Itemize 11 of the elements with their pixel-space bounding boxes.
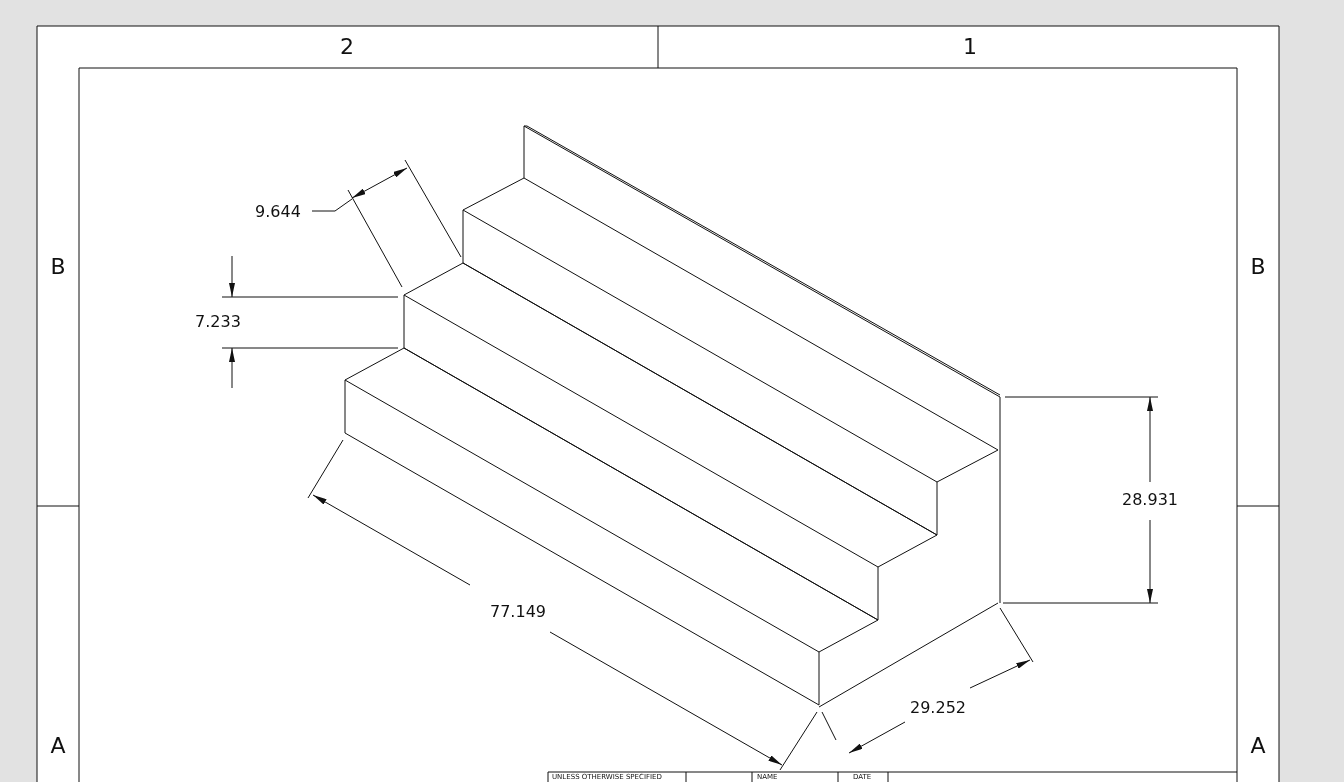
zone-number: 1 bbox=[963, 36, 977, 58]
dimension-value: 77.149 bbox=[490, 604, 546, 620]
zone-letter: B bbox=[50, 256, 66, 278]
zone-number: 2 bbox=[340, 36, 354, 58]
zone-letter: A bbox=[1250, 735, 1266, 757]
dimension-value: 7.233 bbox=[195, 314, 241, 330]
dimension-value: 29.252 bbox=[910, 700, 966, 716]
zone-letter: A bbox=[50, 735, 66, 757]
zone-letter: B bbox=[1250, 256, 1266, 278]
dimension-value: 9.644 bbox=[255, 204, 301, 220]
dimension-value: 28.931 bbox=[1122, 492, 1178, 508]
